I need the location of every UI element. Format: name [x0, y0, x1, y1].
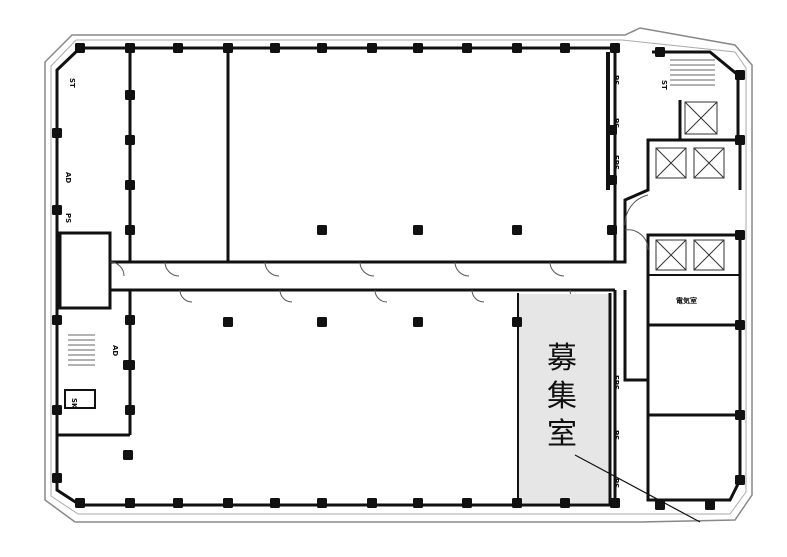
column — [52, 128, 62, 138]
label-ps-right-lower: PS — [612, 430, 620, 440]
label-core-room: 電気室 — [676, 296, 697, 305]
label-ps-right-1: PS — [612, 75, 620, 85]
column — [367, 43, 377, 53]
elevators — [655, 101, 725, 271]
column — [317, 43, 327, 53]
label-stair-ne: ST — [660, 80, 668, 90]
column — [367, 498, 377, 508]
column — [125, 43, 135, 53]
column — [75, 43, 85, 53]
column — [655, 500, 665, 510]
column — [413, 498, 423, 508]
column — [560, 43, 570, 53]
column — [413, 43, 423, 53]
column — [123, 450, 133, 460]
column — [52, 205, 62, 215]
column — [125, 135, 135, 145]
column — [223, 317, 233, 327]
column — [173, 43, 183, 53]
label-ad-bottom: AD — [111, 345, 119, 356]
column — [735, 230, 745, 240]
label-ad-top: AD — [64, 172, 72, 183]
column — [125, 90, 135, 100]
column — [125, 498, 135, 508]
column — [52, 405, 62, 415]
column — [607, 225, 617, 235]
column — [560, 498, 570, 508]
column — [735, 410, 745, 420]
column — [125, 315, 135, 325]
column — [705, 500, 715, 510]
column — [317, 498, 327, 508]
column — [223, 43, 233, 53]
label-sk: SK — [70, 398, 78, 409]
column — [125, 180, 135, 190]
stairs — [64, 59, 715, 409]
column — [75, 498, 85, 508]
outer-facade — [44, 27, 753, 523]
column — [270, 498, 280, 508]
column — [655, 47, 665, 57]
column — [173, 498, 183, 508]
columns — [52, 43, 745, 510]
column — [512, 43, 522, 53]
column — [123, 360, 133, 370]
column — [610, 498, 620, 508]
column — [317, 225, 327, 235]
highlight-room-fill — [519, 294, 609, 503]
column — [270, 43, 280, 53]
doors — [109, 194, 649, 303]
column — [462, 43, 472, 53]
label-stair-nw: ST — [68, 78, 76, 88]
column — [735, 135, 745, 145]
column — [512, 225, 522, 235]
column — [317, 317, 327, 327]
column — [125, 405, 135, 415]
label-ps-right-bottom: PS — [612, 478, 620, 488]
column — [607, 175, 617, 185]
column — [610, 43, 620, 53]
column — [413, 317, 423, 327]
column — [607, 125, 617, 135]
column — [125, 225, 135, 235]
highlight-room-label: 募集室 — [547, 341, 577, 452]
column — [52, 473, 62, 483]
column — [462, 498, 472, 508]
column — [735, 475, 745, 485]
label-eps-right: EPS — [612, 155, 620, 170]
walls — [55, 46, 742, 507]
column — [413, 225, 423, 235]
column — [735, 320, 745, 330]
column — [52, 315, 62, 325]
column — [512, 317, 522, 327]
column — [223, 498, 233, 508]
label-ps-right-2: PS — [612, 118, 620, 128]
column — [512, 498, 522, 508]
leader-line — [574, 454, 701, 523]
label-ps-left: PS — [64, 213, 72, 223]
label-eps-right-lower: EPS — [612, 375, 620, 390]
column — [735, 70, 745, 80]
